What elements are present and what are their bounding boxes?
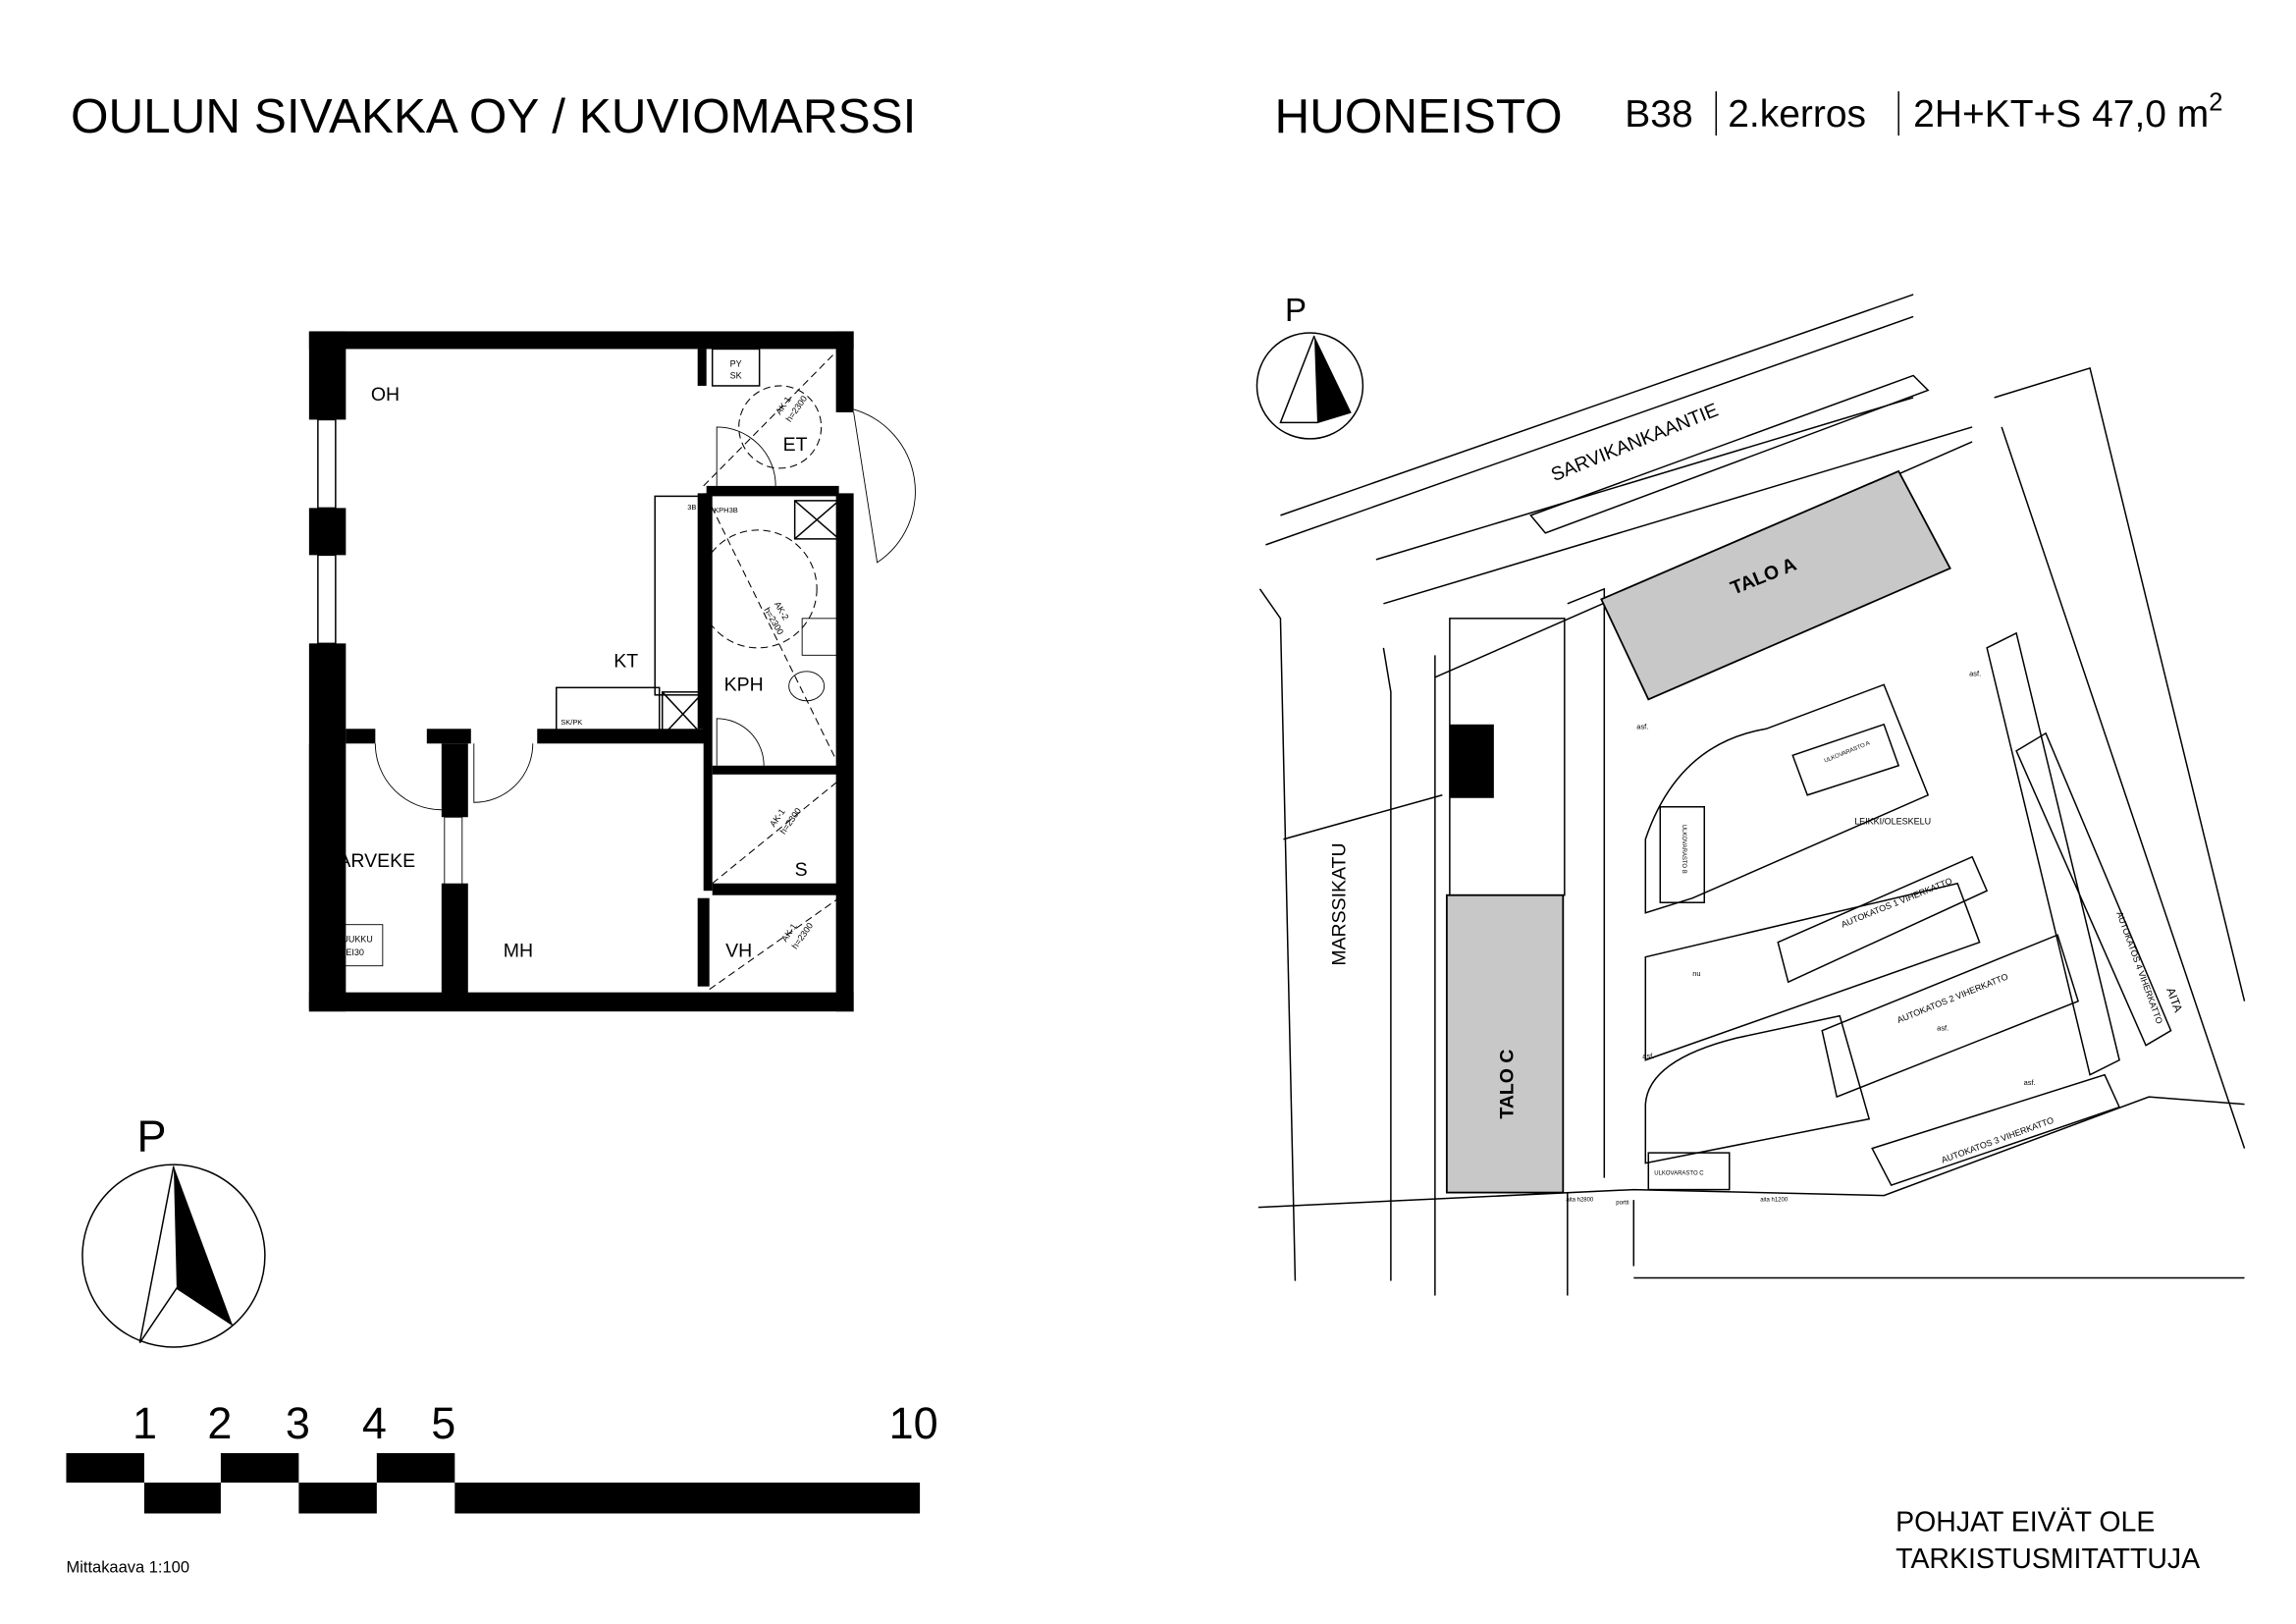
north-arrow-floorplan: P: [81, 1111, 266, 1348]
footer-note-line2: TARKISTUSMITATTUJA: [1896, 1543, 2200, 1575]
site-label: asf.: [1636, 722, 1648, 731]
room-label-mh: MH: [504, 941, 533, 962]
room-label-oh: OH: [371, 384, 400, 406]
hatch-label-ei30: EI30: [346, 947, 363, 957]
building-talo-a: [1600, 469, 1951, 701]
scale-caption: Mittakaava 1:100: [66, 1558, 189, 1576]
site-plan: TALO A TALO C SARVIKANKAANTIE MARSSIKATU…: [1257, 294, 2246, 1296]
apartment-label: HUONEISTO: [1274, 89, 1562, 143]
site-label: AUTOKATOS 1 VIHERKATTO: [1840, 876, 1953, 930]
site-label: AUTOKATOS 4 VIHERKATTO: [2114, 910, 2164, 1025]
site-label: AUTOKATOS 3 VIHERKATTO: [1940, 1115, 2055, 1165]
site-label: asf.: [1642, 1052, 1654, 1060]
hatch-label-luukku: LUUKKU: [337, 935, 372, 945]
north-label: P: [1285, 292, 1307, 328]
scale-tick: 3: [286, 1398, 310, 1448]
site-label: asf.: [1969, 669, 1981, 677]
footer-note-line1: POHJAT EIVÄT OLE: [1896, 1506, 2155, 1538]
north-label: P: [136, 1111, 166, 1162]
building-label-talo-c: TALO C: [1496, 1050, 1518, 1119]
site-label: LEIKKI/OLESKELU: [1854, 817, 1931, 827]
floor-label: 2.kerros: [1728, 93, 1866, 135]
room-label-vh: VH: [725, 941, 752, 962]
small-label: SK/PK: [561, 718, 582, 727]
site-label: aita h2800: [1566, 1198, 1594, 1204]
room-label-kph: KPH: [724, 674, 764, 695]
site-label: asf.: [1937, 1024, 1949, 1033]
small-label: SK: [730, 370, 742, 380]
north-arrow-site: P: [1255, 292, 1364, 440]
street-label-marssikatu: MARSSIKATU: [1328, 842, 1350, 965]
site-label: AITA: [2163, 986, 2185, 1014]
scale-tick: 2: [207, 1398, 232, 1448]
site-label: asf.: [2024, 1078, 2036, 1087]
site-label: ULKOVARASTO B: [1681, 825, 1686, 874]
room-label-s: S: [795, 859, 808, 881]
building-talo-c: [1445, 893, 1565, 1194]
site-label: nu: [1692, 969, 1700, 978]
company-title: OULUN SIVAKKA OY / KUVIOMARSSI: [71, 89, 916, 143]
scale-tick: 10: [889, 1398, 938, 1448]
small-label: PY: [730, 358, 742, 368]
scale-tick: 5: [431, 1398, 455, 1448]
scale-bar: 1 2 3 4 5 10 Mittakaava 1:100: [66, 1398, 937, 1576]
floor-plan: OH ET KT KPH PARVEKE MH VH S PY SK RK 3B…: [308, 331, 916, 1012]
type-area-label: 2H+KT+S 47,0 m2: [1913, 89, 2222, 135]
site-label: aita h1200: [1760, 1198, 1789, 1204]
room-label-et: ET: [783, 434, 808, 456]
room-label-kt: KT: [614, 650, 638, 672]
scale-tick: 1: [133, 1398, 157, 1448]
small-label: KPH3B: [714, 506, 738, 514]
room-label-parveke: PARVEKE: [327, 850, 415, 872]
small-label: 3B: [687, 503, 696, 512]
small-label: RK: [802, 485, 814, 495]
site-label: AUTOKATOS 2 VIHERKATTO: [1896, 971, 2009, 1025]
apartment-number: B38: [1625, 93, 1692, 135]
site-label: portti: [1616, 1201, 1629, 1207]
site-label: ULKOVARASTO C: [1654, 1171, 1704, 1177]
scale-tick: 4: [362, 1398, 387, 1448]
site-label: ULKOVARASTO A: [1824, 740, 1871, 764]
